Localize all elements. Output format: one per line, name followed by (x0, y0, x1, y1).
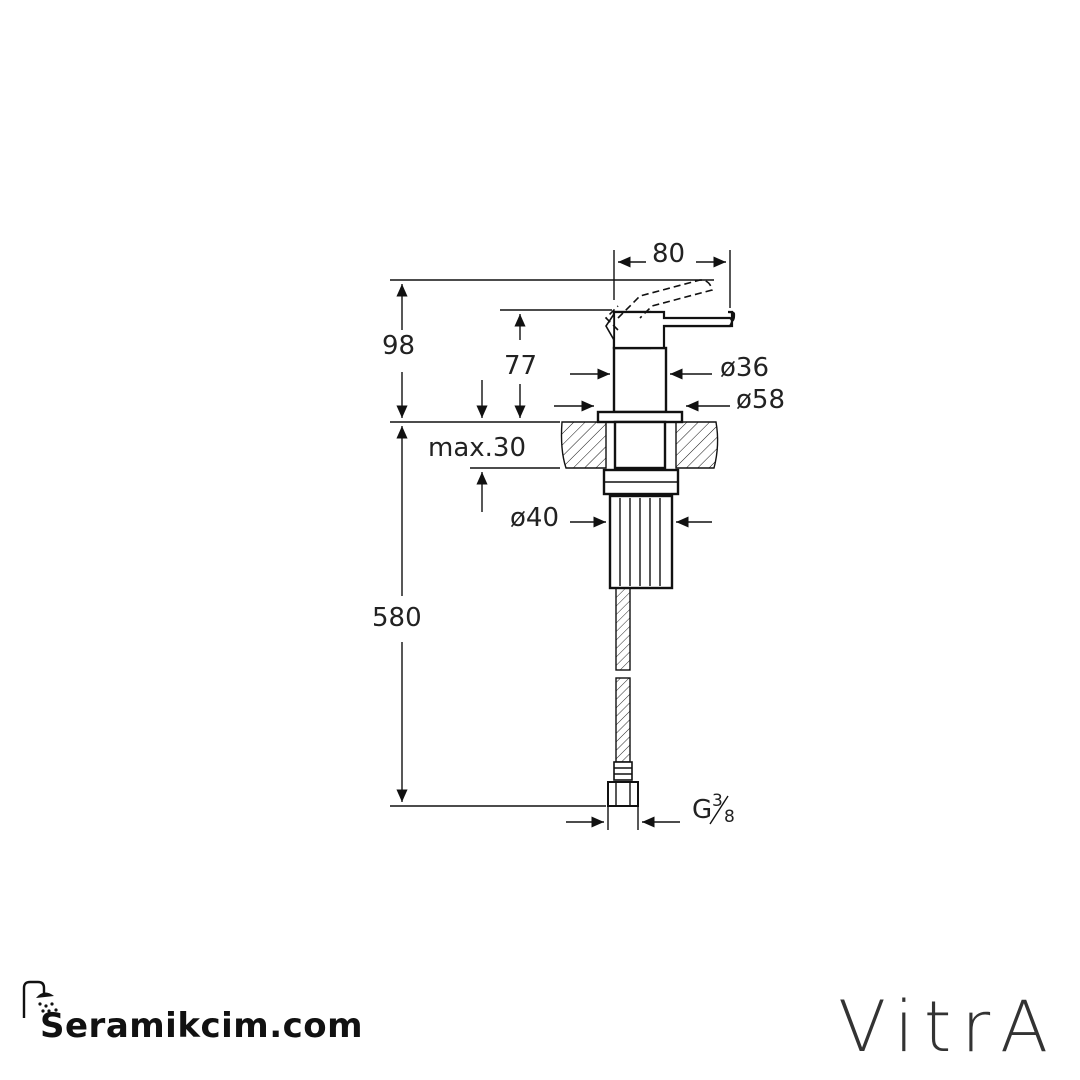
shower-logo-icon (22, 980, 58, 1018)
dim-connection-letter: G (692, 795, 712, 825)
dim-body-height: 77 (504, 351, 537, 381)
mounting-assembly (602, 468, 680, 590)
dim-shank-diameter: ø40 (510, 503, 559, 533)
dim-max-thickness: max.30 (428, 433, 526, 463)
site-name: Seramikcim.com (40, 1006, 364, 1046)
dim-base-diameter: ø58 (736, 385, 785, 415)
countertop (560, 421, 719, 469)
dim-lever-length: 80 (652, 239, 685, 269)
faucet-body (596, 279, 736, 470)
dim-body-diameter: ø36 (720, 353, 769, 383)
vitra-logo: VitrA (838, 986, 1058, 1068)
braided-hose (607, 587, 639, 807)
dim-total-height: 98 (382, 331, 415, 361)
dim-connection-numerator: 3 (712, 791, 723, 811)
fraction-slash (709, 795, 729, 825)
dimension-lines (390, 250, 731, 830)
dim-hose-length: 580 (372, 603, 422, 633)
dim-connection-denominator: 8 (724, 807, 735, 827)
